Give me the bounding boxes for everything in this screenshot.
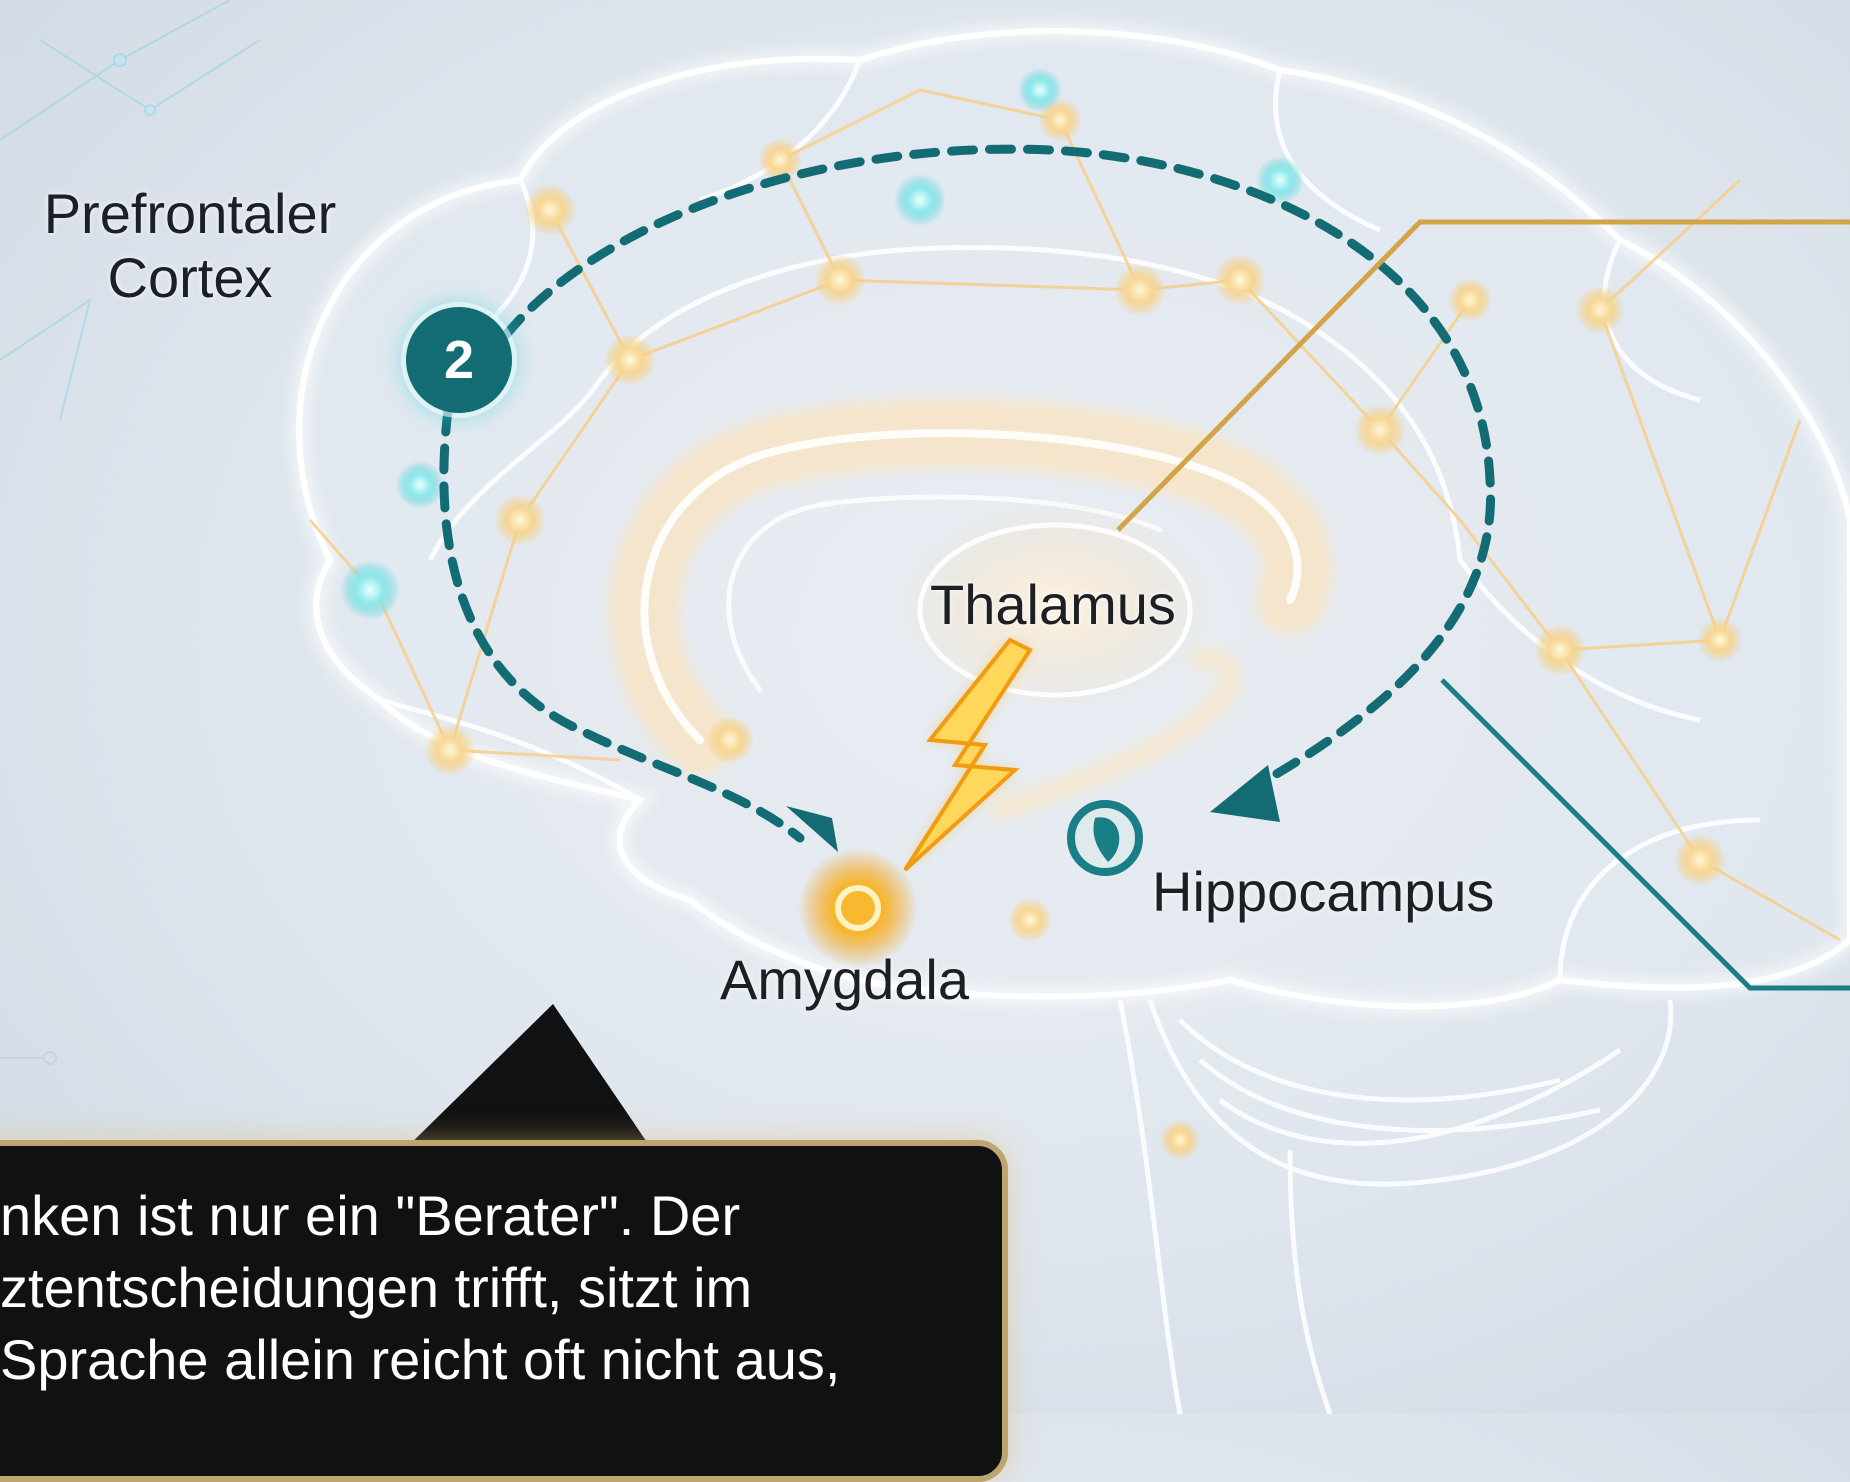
caption-text: nken ist nur ein "Berater". Der ztentsch… <box>0 1180 1000 1396</box>
caption-line-2: ztentscheidungen trifft, sitzt im <box>0 1252 1000 1324</box>
thalamus-label: Thalamus <box>930 573 1176 637</box>
caption-line-3: Sprache allein reicht oft nicht aus, <box>0 1324 1000 1396</box>
hippocampus-label: Hippocampus <box>1152 860 1494 924</box>
prefrontal-label-line2: Cortex <box>0 246 380 310</box>
prefrontal-label-line1: Prefrontaler <box>0 182 380 246</box>
prefrontal-cortex-label: Prefrontaler Cortex <box>0 182 380 310</box>
caption-line-1: nken ist nur ein "Berater". Der <box>0 1180 1000 1252</box>
step-badge: 2 <box>406 307 512 413</box>
cerebellum <box>1120 1000 1671 1414</box>
corner-ornament <box>0 1052 56 1064</box>
amygdala-label: Amygdala <box>720 948 969 1012</box>
